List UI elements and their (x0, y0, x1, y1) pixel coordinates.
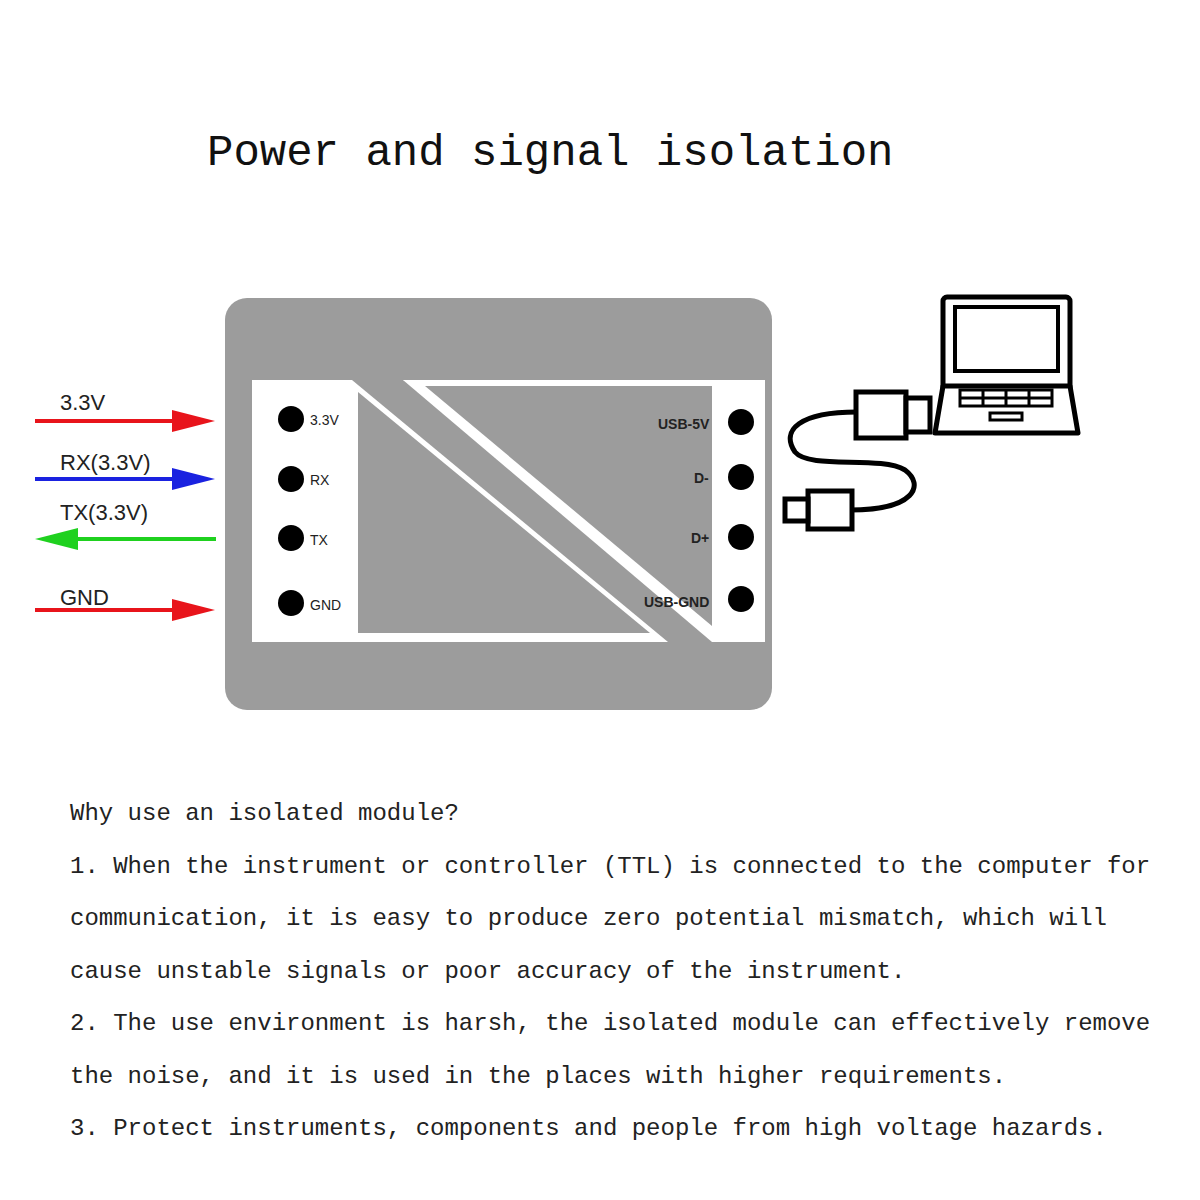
power-arrow (35, 419, 180, 423)
laptop-base (935, 386, 1078, 433)
pin-dot (728, 524, 754, 550)
laptop-keyboard (960, 390, 1052, 420)
rx-arrowhead (172, 468, 215, 490)
pin-name: GND (310, 597, 341, 613)
laptop-screen (955, 307, 1058, 371)
signal-label: GND (60, 585, 109, 611)
usb-micro-plug (808, 491, 852, 529)
gnd-arrowhead (172, 599, 215, 621)
note-paragraph: 1. When the instrument or controller (TT… (70, 841, 1175, 999)
pin-dot (728, 409, 754, 435)
title: Power and signal isolation (207, 128, 894, 178)
signal-label: TX(3.3V) (60, 500, 148, 526)
pin-dot (728, 464, 754, 490)
usb-a-plug (856, 392, 906, 438)
pin-name: D- (694, 470, 709, 486)
pin-name: D+ (691, 530, 709, 546)
pin-name: 3.3V (310, 412, 339, 428)
signal-label: RX(3.3V) (60, 450, 150, 476)
pin-name: USB-GND (644, 594, 709, 610)
question-heading: Why use an isolated module? (70, 788, 1175, 841)
module-housing (225, 298, 772, 710)
pin-dot (278, 590, 304, 616)
usb-micro-tip (785, 499, 808, 521)
tx-arrowhead (35, 528, 78, 550)
usb-side-triangle (425, 386, 712, 626)
note-paragraph: 3. Protect instruments, components and p… (70, 1103, 1175, 1156)
usb-a-tip (906, 398, 930, 432)
pin-name: RX (310, 472, 329, 488)
notes-block: Why use an isolated module?1. When the i… (70, 788, 1175, 1156)
power-arrowhead (172, 410, 215, 432)
signal-label: 3.3V (60, 390, 105, 416)
pin-dot (278, 525, 304, 551)
pin-dot (278, 466, 304, 492)
tx-arrow (70, 537, 216, 541)
pin-name: USB-5V (658, 416, 709, 432)
note-paragraph: 2. The use environment is harsh, the iso… (70, 998, 1175, 1103)
pin-dot (278, 406, 304, 432)
pin-dot (728, 586, 754, 612)
rx-arrow (35, 477, 180, 481)
pin-name: TX (310, 532, 328, 548)
